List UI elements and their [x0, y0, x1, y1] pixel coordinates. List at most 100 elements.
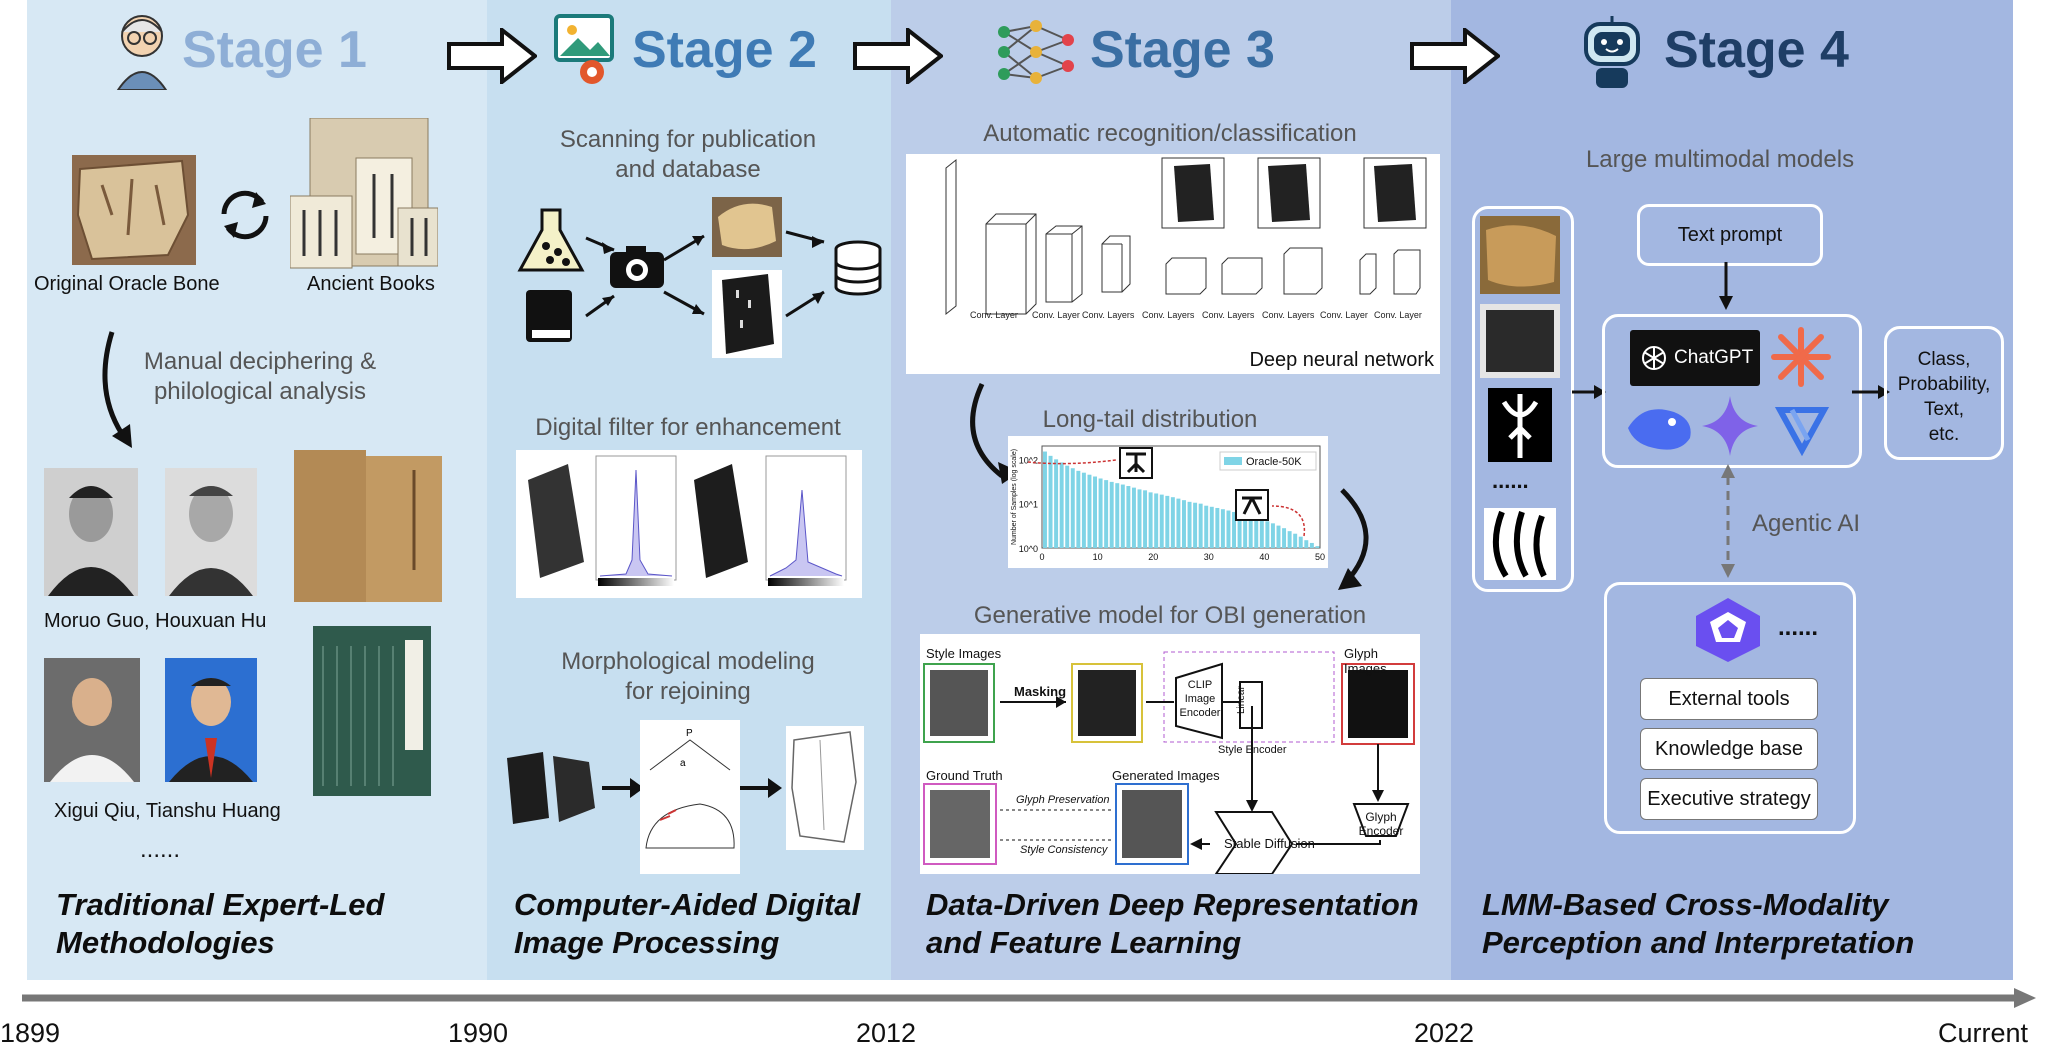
input-images-box [1472, 206, 1574, 592]
chart-bar [1170, 497, 1175, 548]
bidirectional-arrow [1721, 464, 1735, 578]
svg-text:a: a [680, 758, 686, 769]
filter-enhancement-figure [516, 450, 862, 598]
chart-bar [1304, 540, 1309, 548]
openai-icon [1642, 346, 1666, 370]
chart-bar [1298, 536, 1303, 548]
style-consistency-label: Style Consistency [1020, 844, 1108, 856]
chart-y-tick: 10^1 [1019, 500, 1038, 510]
head-glyph-pointer [1027, 459, 1117, 465]
stage4-title: Stage 4 [1664, 21, 1849, 79]
rejoin-fragments-figure [507, 752, 595, 824]
obi-generation-figure: Style Images Masking CLIP Image Encoder … [920, 634, 1420, 875]
chart-bar [1176, 498, 1181, 548]
chart-bar [1065, 465, 1070, 548]
agent-box [1604, 582, 1856, 834]
chart-x-tick: 0 [1039, 552, 1044, 562]
chart-bar [1259, 519, 1264, 548]
chart-bar [1248, 516, 1253, 548]
stage3-title: Stage 3 [1090, 21, 1275, 79]
chart-x-tick: 10 [1093, 552, 1103, 562]
ground-truth-label: Ground Truth [926, 768, 1003, 783]
cnn-label: Conv. Layer [970, 310, 1018, 320]
book-cover-photo [294, 450, 442, 602]
year-1990: 1990 [448, 1018, 509, 1048]
scan-flow-arrows [585, 230, 825, 318]
chart-x-tick: 40 [1259, 552, 1269, 562]
chart-x-tick: 30 [1204, 552, 1214, 562]
chart-bar [1276, 525, 1281, 548]
curve-arrow-icon [1338, 488, 1369, 590]
chart-bar [1243, 514, 1248, 548]
database-icon [834, 240, 882, 296]
cnn-label: Conv. Layer [1032, 310, 1080, 320]
images-ellipsis: ...... [1492, 468, 1529, 493]
chart-bar [1104, 480, 1109, 548]
cnn-label: Conv. Layers [1202, 310, 1255, 320]
svg-text:P: P [686, 728, 693, 739]
ellipsis: ...... [140, 836, 181, 863]
chart-bar [1287, 531, 1292, 548]
generated-images-label: Generated Images [1112, 768, 1220, 783]
stage-arrow-icon [853, 28, 943, 84]
arrow-right-icon [602, 778, 644, 798]
chart-bar [1070, 468, 1075, 548]
oracle-bone-label: Original Oracle Bone [34, 273, 220, 295]
year-1899: 1899 [0, 1018, 61, 1048]
flask-icon [517, 208, 585, 272]
chart-bar [1081, 472, 1086, 548]
chart-bar [1265, 521, 1270, 548]
chart-bar [1293, 533, 1298, 548]
chart-bar [1043, 451, 1047, 548]
portrait-photo [44, 468, 138, 596]
contour-matching-figure: P a [640, 720, 740, 874]
chatgpt-label: ChatGPT [1674, 347, 1754, 368]
arrow-right-icon [740, 778, 782, 798]
knowledge-base-box: Knowledge base [1640, 728, 1818, 770]
chart-bar [1098, 478, 1103, 548]
chart-legend-label: Oracle-50K [1246, 456, 1302, 468]
executive-strategy-box: Executive strategy [1640, 778, 1818, 820]
chart-bar [1215, 507, 1220, 548]
agentic-ai-label: Agentic AI [1752, 510, 1861, 537]
oracle-bone-photo [712, 197, 782, 257]
stage3-footer: Data-Driven Deep Representation and Feat… [926, 887, 1419, 960]
stage2-footer: Computer-Aided Digital Image Processing [514, 887, 861, 960]
cnn-label: Conv. Layers [1262, 310, 1315, 320]
chart-x-tick: 20 [1148, 552, 1158, 562]
timeline-axis [22, 988, 2036, 1008]
dnn-label: Deep neural network [1249, 349, 1434, 371]
chart-bar [1093, 476, 1097, 548]
rejoined-outline-figure [786, 726, 864, 850]
oracle-bone-photo [72, 155, 196, 265]
chart-bar [1254, 517, 1259, 548]
chart-bar [1137, 489, 1142, 548]
chart-legend-swatch [1224, 457, 1242, 465]
stage1-title: Stage 1 [182, 21, 367, 79]
stable-diffusion-label: Stable Diffusion [1224, 836, 1315, 851]
scholars-label-2: Xigui Qiu, Tianshu Huang [54, 800, 281, 822]
clip-encoder-label: CLIP Image Encoder [1179, 679, 1221, 719]
chart-bar [1059, 462, 1064, 548]
chart-bar [1232, 511, 1236, 548]
chart-bar [1159, 494, 1164, 548]
cnn-diagram [945, 157, 1427, 316]
curve-arrow-icon [102, 331, 132, 448]
rubbing-photo [1480, 304, 1560, 378]
head-glyph-icon [1126, 452, 1146, 474]
chart-bar [1198, 503, 1203, 548]
stage-arrow-icon [447, 28, 537, 84]
chart-y-label: Number of Samples (log scale) [1011, 449, 1018, 545]
chart-x-tick: 50 [1315, 552, 1325, 562]
style-encoder-label: Style Encoder [1218, 744, 1287, 756]
cnn-label: Conv. Layer [1374, 310, 1422, 320]
morphological-text: Morphological modeling for rejoining [561, 648, 815, 705]
chart-bar [1131, 487, 1136, 548]
chart-bar [1237, 513, 1242, 548]
masking-label: Masking [1014, 684, 1067, 699]
neural-network-icon [998, 20, 1074, 84]
digital-filter-text: Digital filter for enhancement [535, 414, 841, 441]
portrait-photo [165, 658, 257, 782]
external-tools-box: External tools [1640, 678, 1818, 720]
